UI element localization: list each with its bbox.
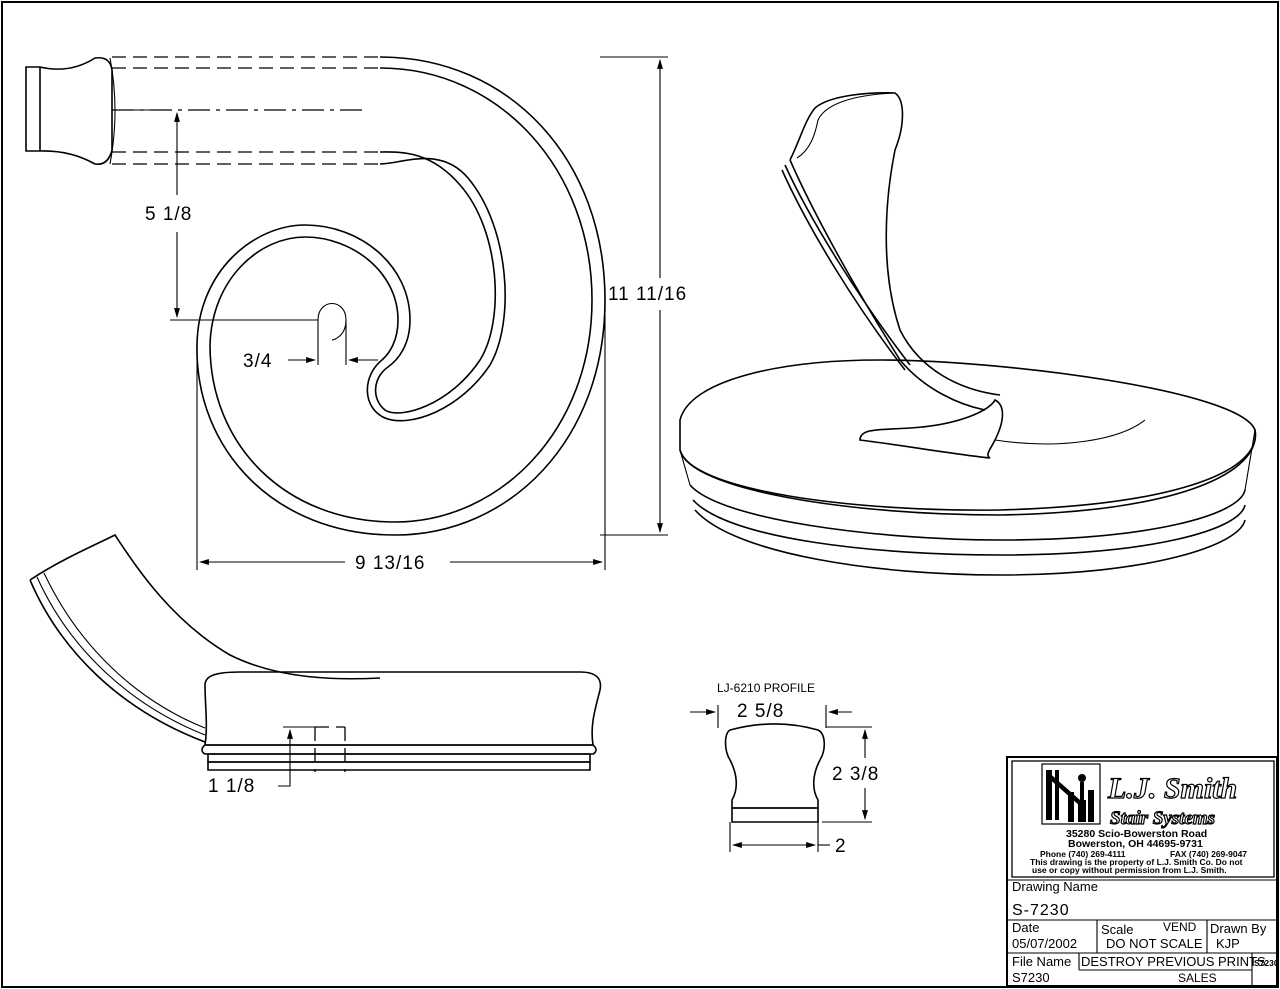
corner-code: S7230 [1254, 958, 1279, 968]
sales-note: SALES [1178, 971, 1217, 985]
drawn-by-label: Drawn By [1210, 921, 1267, 936]
company-fax: FAX (740) 269-9047 [1170, 849, 1247, 859]
dim-scroll-rise: 5 1/8 [145, 204, 192, 225]
company-address-1: 35280 Scio-Bowerston Road [1066, 828, 1207, 840]
dim-profile-height: 2 3/8 [832, 764, 879, 785]
date-value: 05/07/2002 [1012, 936, 1077, 951]
brand-name: L.J. Smith [1107, 772, 1237, 805]
dim-profile-width-top: 2 5/8 [737, 701, 784, 722]
scale-label: Scale [1101, 922, 1134, 937]
title-block: L.J. Smith Stair Systems 35280 Scio-Bowe… [1006, 756, 1279, 987]
drawing-name: S-7230 [1012, 902, 1070, 919]
dim-side-height: 1 1/8 [208, 776, 255, 797]
scale-note: DO NOT SCALE [1106, 936, 1203, 951]
brand-subname: Stair Systems [1110, 808, 1215, 829]
lj-smith-logo: L.J. Smith Stair Systems [1041, 763, 1238, 830]
file-name-label: File Name [1012, 954, 1071, 969]
isometric-view [679, 92, 1257, 576]
scale-value: VEND [1163, 920, 1197, 934]
company-address-2: Bowerston, OH 44695-9731 [1068, 838, 1203, 850]
plan-view: 5 1/8 11 11/16 9 13/16 3/4 [25, 56, 687, 574]
dim-overall-width: 9 13/16 [355, 553, 425, 574]
dim-eye-width: 3/4 [243, 351, 272, 372]
dim-profile-width-base: 2 [835, 836, 847, 857]
ownership-notice-2: use or copy without permission from L.J.… [1032, 865, 1227, 875]
drawn-by-value: KJP [1216, 936, 1240, 951]
destroy-note: DESTROY PREVIOUS PRINTS [1081, 954, 1266, 969]
profile-view: LJ-6210 PROFILE 2 5/8 2 3/8 2 [690, 681, 879, 857]
dim-overall-height: 11 11/16 [608, 284, 687, 305]
date-label: Date [1012, 920, 1039, 935]
company-phone: Phone (740) 269-4111 [1040, 849, 1126, 859]
drawing-name-label: Drawing Name [1012, 879, 1098, 894]
side-view: 1 1/8 [29, 533, 602, 797]
profile-label: LJ-6210 PROFILE [717, 681, 815, 695]
file-name-value: S7230 [1012, 970, 1050, 985]
ownership-notice-1: This drawing is the property of L.J. Smi… [1030, 857, 1243, 867]
